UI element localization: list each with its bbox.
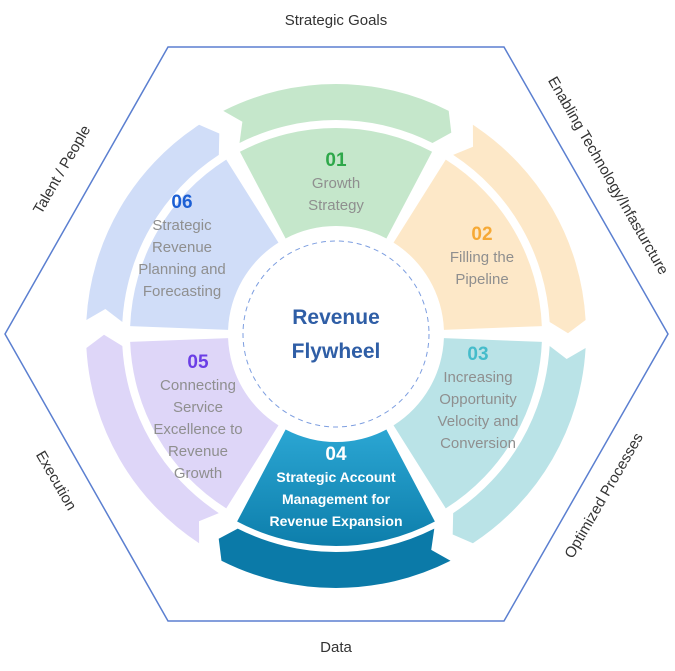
label-strategic-goals: Strategic Goals <box>285 12 388 29</box>
segment-01-label-line: Growth <box>312 175 360 192</box>
segment-05-number: 05 <box>187 352 209 373</box>
segment-04[interactable] <box>237 429 435 546</box>
center-title-line1: Revenue <box>292 306 380 329</box>
segment-02-number: 02 <box>471 224 492 245</box>
segment-04-label-line: Revenue Expansion <box>269 513 402 529</box>
center-dashed-ring <box>242 240 430 428</box>
segment-05-label-line: Connecting <box>160 377 236 394</box>
segment-01-label-line: Strategy <box>308 197 364 214</box>
label-talent-people: Talent / People <box>30 123 94 217</box>
segment-05[interactable] <box>130 338 279 509</box>
segment-03-label-line: Conversion <box>440 435 516 452</box>
segment-03-number: 03 <box>467 344 488 365</box>
label-data: Data <box>320 639 352 656</box>
hexagon-frame <box>4 46 669 622</box>
center-circle <box>232 230 440 438</box>
segment-06[interactable] <box>130 159 279 330</box>
segment-01-number: 01 <box>325 150 347 171</box>
segment-03-arrow-band <box>452 345 586 544</box>
segment-05-label-line: Growth <box>174 465 222 482</box>
segment-01[interactable] <box>239 128 433 239</box>
segment-03-label-line: Opportunity <box>439 391 517 408</box>
segment-03-label-line: Increasing <box>443 369 512 386</box>
segment-05-arrow-band <box>86 334 219 544</box>
segment-06-arrow-band <box>86 124 220 323</box>
segment-04-arrow-band <box>218 528 451 589</box>
segment-02-label-line: Filling the <box>450 249 514 266</box>
center-title-line2: Flywheel <box>292 340 381 363</box>
segment-06-label-line: Forecasting <box>143 283 221 300</box>
segment-05-label-line: Revenue <box>168 443 228 460</box>
segment-05-label-line: Excellence to <box>153 421 242 438</box>
segment-04-label-line: Strategic Account <box>276 469 396 485</box>
segment-03-label-line: Velocity and <box>438 413 519 430</box>
segment-03[interactable] <box>393 338 542 509</box>
segment-02[interactable] <box>393 159 542 330</box>
segment-06-label-line: Revenue <box>152 239 212 256</box>
segment-05-label-line: Service <box>173 399 223 416</box>
segment-06-number: 06 <box>171 192 192 213</box>
segment-01-arrow-band <box>223 84 452 143</box>
label-optimized-processes: Optimized Processes <box>561 430 647 561</box>
segment-06-label-line: Strategic <box>152 217 212 234</box>
segment-04-number: 04 <box>325 444 347 465</box>
segment-02-arrow-band <box>453 124 586 334</box>
segment-02-label-line: Pipeline <box>455 271 508 288</box>
label-execution: Execution <box>32 448 80 514</box>
segment-06-label-line: Planning and <box>138 261 226 278</box>
segment-04-label-line: Management for <box>282 491 391 507</box>
